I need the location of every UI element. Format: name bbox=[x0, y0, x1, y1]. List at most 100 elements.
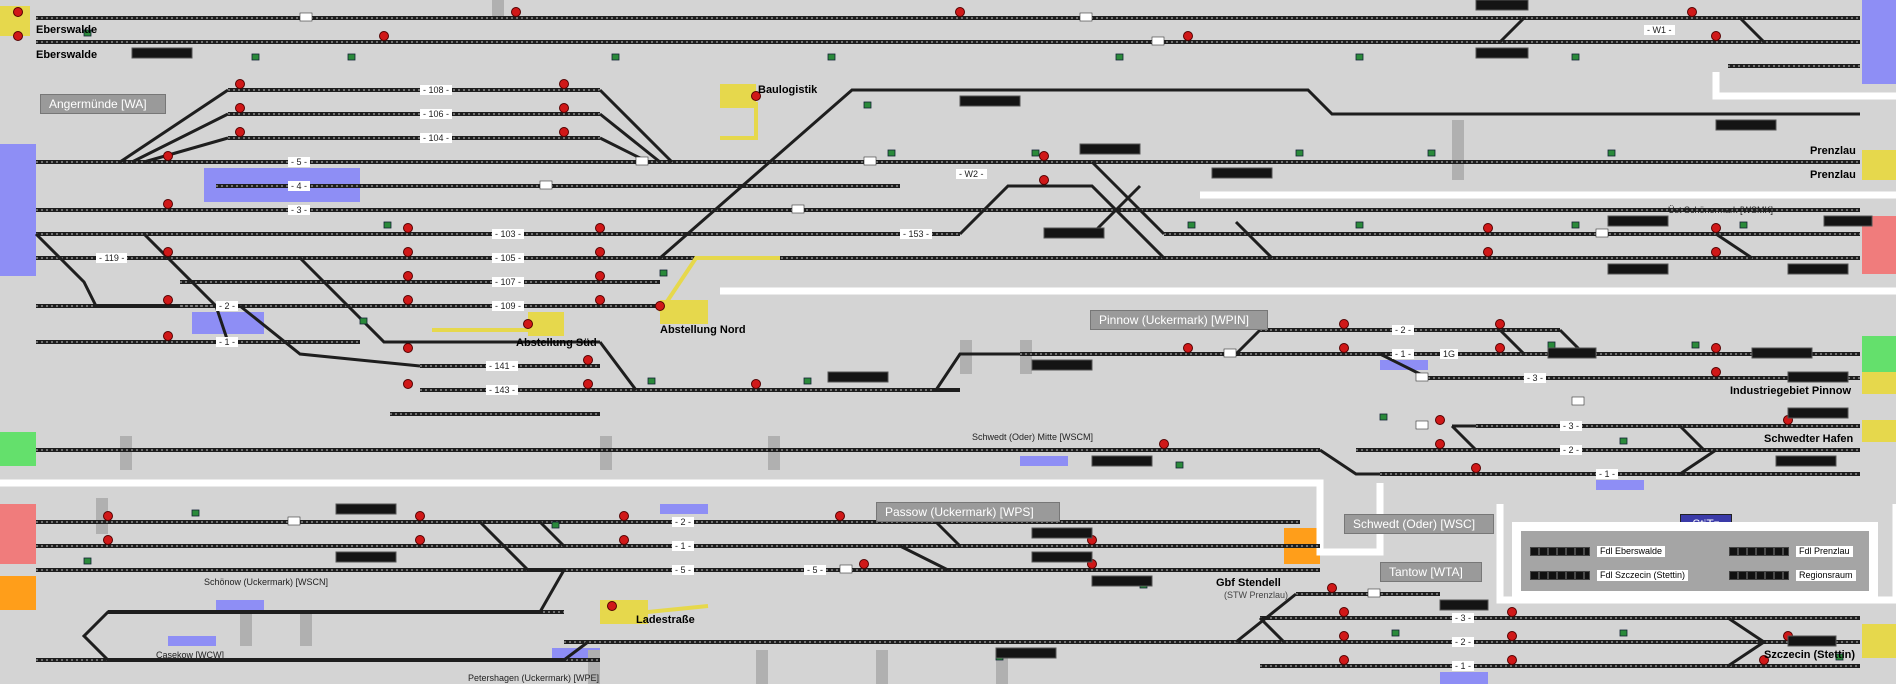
yellow-field-baulogistik[interactable] bbox=[720, 84, 756, 108]
shunting-signal[interactable] bbox=[1691, 341, 1700, 349]
dispatcher-indicator[interactable] bbox=[1530, 571, 1590, 580]
signal[interactable] bbox=[655, 301, 665, 311]
dispatcher-indicator[interactable] bbox=[1530, 547, 1590, 556]
shunting-signal[interactable] bbox=[1355, 221, 1364, 229]
block-indicator[interactable] bbox=[1079, 143, 1141, 155]
signal[interactable] bbox=[163, 295, 173, 305]
block-indicator[interactable] bbox=[1823, 215, 1873, 227]
shunting-signal[interactable] bbox=[1547, 341, 1556, 349]
block-indicator[interactable] bbox=[1043, 227, 1105, 239]
block-indicator[interactable] bbox=[1211, 167, 1273, 179]
switch-curve[interactable] bbox=[1234, 220, 1274, 260]
switch-curve[interactable] bbox=[958, 184, 1166, 260]
shunting-signal[interactable] bbox=[863, 101, 872, 109]
signal[interactable] bbox=[1495, 319, 1505, 329]
signal[interactable] bbox=[1483, 223, 1493, 233]
signal[interactable] bbox=[379, 31, 389, 41]
signal[interactable] bbox=[511, 7, 521, 17]
shunting-signal[interactable] bbox=[1619, 437, 1628, 445]
block-indicator[interactable] bbox=[1439, 599, 1489, 611]
signal[interactable] bbox=[235, 103, 245, 113]
block-indicator[interactable] bbox=[1787, 371, 1849, 383]
shunting-signal[interactable] bbox=[1607, 149, 1616, 157]
shunting-signal[interactable] bbox=[1355, 53, 1364, 61]
switch-curve[interactable] bbox=[1679, 448, 1717, 476]
block-indicator[interactable] bbox=[1775, 455, 1837, 467]
neighbor-zone-west-orange[interactable] bbox=[0, 576, 36, 610]
signal[interactable] bbox=[751, 379, 761, 389]
block-indicator[interactable] bbox=[959, 95, 1021, 107]
shunting-signal[interactable] bbox=[1427, 149, 1436, 157]
signal[interactable] bbox=[583, 355, 593, 365]
signal[interactable] bbox=[403, 223, 413, 233]
shunting-signal[interactable] bbox=[359, 317, 368, 325]
switch-curve[interactable] bbox=[1235, 592, 1297, 644]
neighbor-zone-west-green[interactable] bbox=[0, 432, 36, 466]
signal[interactable] bbox=[1327, 583, 1337, 593]
signal[interactable] bbox=[1711, 31, 1721, 41]
yellow-field-abstellung-sued[interactable] bbox=[528, 312, 564, 336]
switch-curve[interactable] bbox=[131, 112, 229, 164]
signal[interactable] bbox=[1507, 655, 1517, 665]
shunting-signal[interactable] bbox=[611, 53, 620, 61]
signal[interactable] bbox=[607, 601, 617, 611]
switch-curve[interactable] bbox=[934, 520, 962, 548]
signal[interactable] bbox=[1435, 439, 1445, 449]
signal[interactable] bbox=[1507, 631, 1517, 641]
signal[interactable] bbox=[955, 7, 965, 17]
switch-curve[interactable] bbox=[34, 232, 98, 307]
yellow-field-prenzlau-2[interactable] bbox=[1862, 156, 1896, 178]
signal[interactable] bbox=[1711, 343, 1721, 353]
switch-curve[interactable] bbox=[1498, 16, 1526, 44]
switch-curve[interactable] bbox=[1090, 184, 1142, 236]
switch-curve[interactable] bbox=[1090, 160, 1166, 236]
signal[interactable] bbox=[559, 79, 569, 89]
shunting-signal[interactable] bbox=[347, 53, 356, 61]
legend-item-fdl-eberswalde[interactable]: Fdl Eberswalde bbox=[1597, 546, 1666, 557]
switch-curve[interactable] bbox=[599, 112, 661, 164]
switch-curve[interactable] bbox=[1678, 424, 1706, 452]
signal[interactable] bbox=[559, 103, 569, 113]
signal[interactable] bbox=[1483, 247, 1493, 257]
switch-curve[interactable] bbox=[239, 304, 421, 368]
shunting-signal[interactable] bbox=[551, 521, 560, 529]
block-indicator[interactable] bbox=[1031, 527, 1093, 539]
signal[interactable] bbox=[403, 271, 413, 281]
signal[interactable] bbox=[1339, 631, 1349, 641]
block-indicator[interactable] bbox=[827, 371, 889, 383]
signal[interactable] bbox=[1339, 655, 1349, 665]
neighbor-zone-szczecin[interactable] bbox=[1862, 624, 1896, 658]
neighbor-zone-west-red[interactable] bbox=[0, 504, 36, 564]
signal[interactable] bbox=[163, 247, 173, 257]
switch-curve[interactable] bbox=[659, 88, 1860, 260]
block-indicator[interactable] bbox=[1787, 263, 1849, 275]
signal[interactable] bbox=[1159, 439, 1169, 449]
switch-curve[interactable] bbox=[478, 520, 564, 572]
dispatcher-indicator[interactable] bbox=[1729, 571, 1789, 580]
switch-curve[interactable] bbox=[598, 88, 674, 164]
block-indicator[interactable] bbox=[1091, 575, 1153, 587]
switch-curve[interactable] bbox=[1498, 328, 1526, 356]
block-indicator[interactable] bbox=[1715, 119, 1777, 131]
signal[interactable] bbox=[1759, 655, 1769, 665]
shunting-signal[interactable] bbox=[1739, 221, 1748, 229]
shunting-signal[interactable] bbox=[383, 221, 392, 229]
shunting-signal[interactable] bbox=[1031, 149, 1040, 157]
block-indicator[interactable] bbox=[1751, 347, 1813, 359]
signal[interactable] bbox=[103, 511, 113, 521]
dispatcher-indicator[interactable] bbox=[1729, 547, 1789, 556]
block-indicator[interactable] bbox=[1031, 359, 1093, 371]
signal[interactable] bbox=[235, 127, 245, 137]
signal[interactable] bbox=[1039, 151, 1049, 161]
signal[interactable] bbox=[1711, 223, 1721, 233]
switch-curve[interactable] bbox=[1727, 640, 1765, 668]
block-indicator[interactable] bbox=[995, 647, 1057, 659]
signal[interactable] bbox=[619, 511, 629, 521]
signal[interactable] bbox=[1711, 367, 1721, 377]
legend-item-fdl-prenzlau[interactable]: Fdl Prenzlau bbox=[1796, 546, 1853, 557]
shunting-signal[interactable] bbox=[191, 509, 200, 517]
shunting-signal[interactable] bbox=[1835, 653, 1844, 661]
switch-curve[interactable] bbox=[1258, 616, 1286, 644]
switch-curve[interactable] bbox=[143, 136, 229, 164]
shunting-signal[interactable] bbox=[1295, 149, 1304, 157]
